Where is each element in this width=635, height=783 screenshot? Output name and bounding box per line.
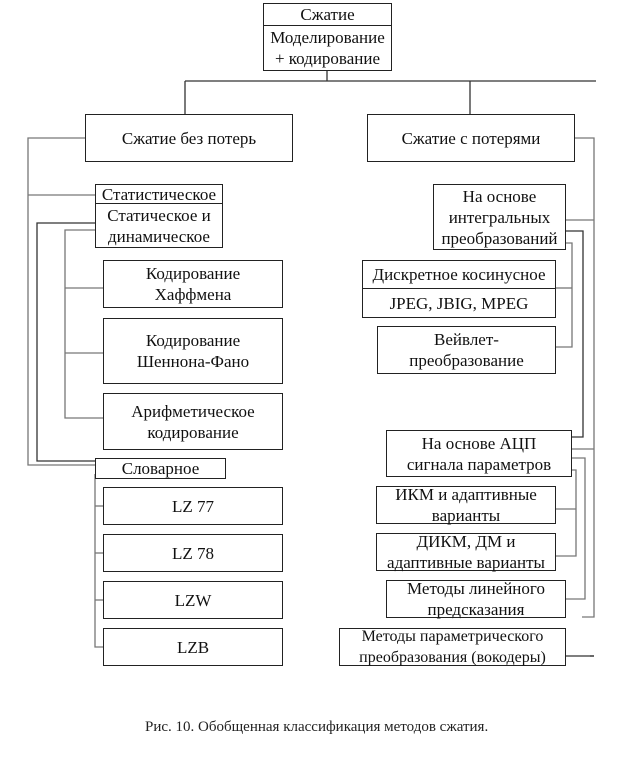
statistical-label: Статистическое	[96, 185, 222, 204]
figure-caption: Рис. 10. Обобщенная классификация методо…	[145, 719, 489, 735]
dct-node: Дискретное косинусное JPEG, JBIG, MPEG	[362, 260, 556, 318]
adc-node: На основе АЦП сигнала параметров	[386, 430, 572, 477]
vocoders-node: Методы параметрического преобразования (…	[339, 628, 566, 666]
dct-examples: JPEG, JBIG, MPEG	[389, 293, 529, 313]
dct-label: Дискретное косинусное	[363, 261, 555, 289]
huffman-node: Кодирование Хаффмена	[103, 260, 283, 308]
lzw-node: LZW	[103, 581, 283, 619]
statistical-sublabel: Статическое и динамическое	[107, 205, 211, 246]
root-title: Сжатие	[264, 4, 391, 26]
dictionary-node: Словарное	[95, 458, 226, 479]
pcm-node: ИКМ и адаптивные варианты	[376, 485, 556, 525]
lz77-node: LZ 77	[103, 487, 283, 525]
dpcm-node: ДИКМ, ДМ и адаптивные варианты	[376, 532, 556, 572]
lzb-node: LZB	[103, 628, 283, 666]
shannon-fano-node: Кодирование Шеннона-Фано	[103, 318, 283, 384]
statistical-node: Статистическое Статическое и динамическо…	[95, 184, 223, 248]
lossy-node: Сжатие с потерями	[367, 114, 575, 162]
linear-prediction-node: Методы линейного предсказания	[386, 579, 566, 619]
lossless-node: Сжатие без потерь	[85, 114, 293, 162]
wavelet-node: Вейвлет- преобразование	[377, 326, 556, 374]
arithmetic-node: Арифметическое кодирование	[103, 393, 283, 450]
root-subtitle: Моделирование + кодирование	[270, 28, 385, 68]
integral-node: На основе интегральных преобразований	[433, 184, 566, 250]
root-node: Сжатие Моделирование + кодирование	[263, 3, 392, 71]
lz78-node: LZ 78	[103, 534, 283, 572]
